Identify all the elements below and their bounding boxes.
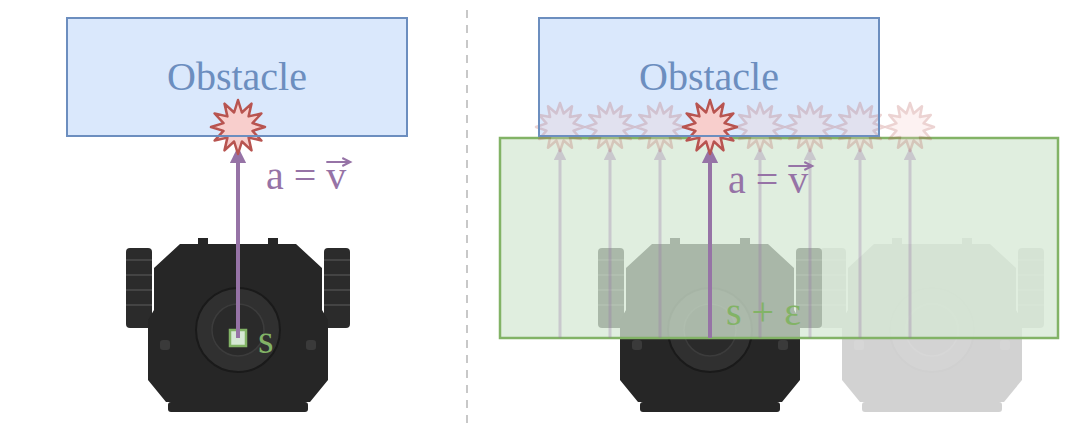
obstacle-label: Obstacle [167, 57, 307, 97]
action-label: a = v [266, 156, 346, 196]
ghost-arrow [809, 150, 812, 338]
ghost-arrow [609, 150, 612, 338]
collision-star [736, 103, 784, 151]
collision-star [211, 100, 265, 154]
obstacle-box: Obstacle [538, 17, 880, 137]
obstacle-label: Obstacle [639, 57, 779, 97]
collision-star [836, 103, 884, 151]
ghost-arrow [559, 150, 562, 338]
ghost-arrow [659, 150, 662, 338]
action-label: a = v [728, 160, 808, 200]
collision-star [683, 100, 737, 154]
collision-star [636, 103, 684, 151]
collision-star [886, 103, 934, 151]
ghost-arrow [909, 150, 912, 338]
collision-star [786, 103, 834, 151]
state-label: s [258, 320, 274, 360]
ghost-arrow [859, 150, 862, 338]
collision-star [586, 103, 634, 151]
collision-star [536, 103, 584, 151]
obstacle-box: Obstacle [66, 17, 408, 137]
state-label: s + ε [726, 292, 801, 332]
